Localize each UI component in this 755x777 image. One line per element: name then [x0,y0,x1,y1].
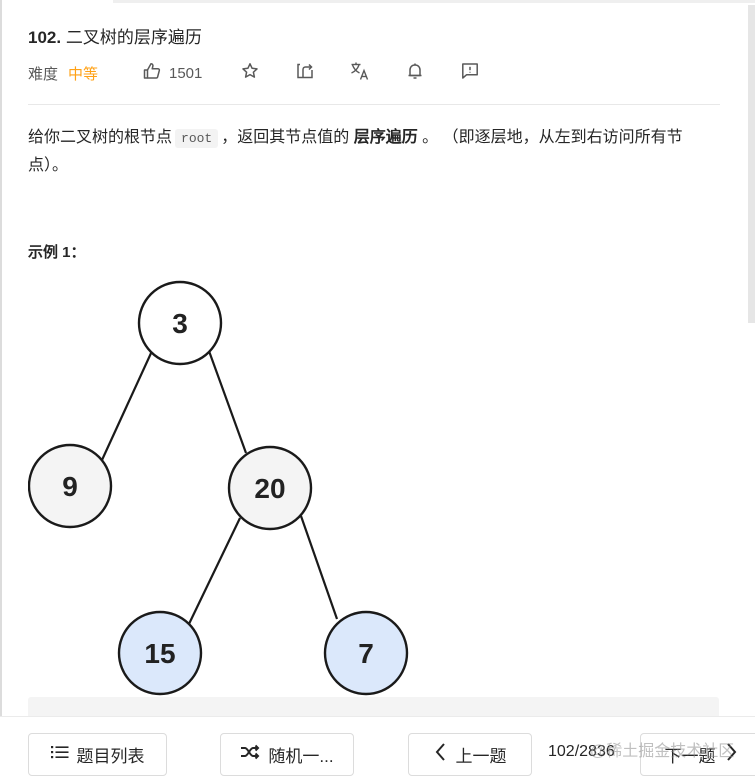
tree-node-7: 7 [323,610,409,696]
edge-20-15 [187,517,241,627]
tree-node-20: 20 [227,445,313,531]
feedback-icon [461,62,479,84]
bell-icon [406,62,424,84]
description-text: ，返回其节点值的 [221,129,350,146]
tree-nodes: 3 9 20 15 7 [27,280,409,696]
binary-tree-diagram: 3 9 20 15 7 [27,280,409,696]
next-problem-label: 下一题 [664,747,716,766]
problem-list-label: 题目列表 [76,747,145,766]
tree-node-15: 15 [117,610,203,696]
edge-3-20 [207,350,248,454]
shuffle-icon [240,744,268,765]
svg-text:9: 9 [62,471,78,502]
subscribe-button[interactable] [405,63,425,83]
tree-node-3: 3 [137,280,223,366]
translate-button[interactable] [350,61,370,85]
random-problem-button[interactable]: 随机一... [220,733,354,776]
svg-text:15: 15 [144,638,175,669]
chevron-right-icon [724,742,746,767]
description-bold: 层序遍历 [353,129,418,146]
problem-title-text: 二叉树的层序遍历 [65,28,202,47]
bottom-navigation-bar: 题目列表 随机一... 上一题 102/2836 下一题 @稀土 [0,716,755,777]
share-button[interactable] [295,63,315,83]
svg-text:3: 3 [172,308,188,339]
like-count: 1501 [169,64,203,82]
chevron-left-icon [434,742,456,767]
inline-code-root: root [175,129,219,148]
translate-icon [350,61,370,85]
prev-problem-label: 上一题 [455,747,507,766]
next-problem-button[interactable]: 下一题 [640,733,755,776]
top-tab-strip [113,0,755,3]
edge-3-9 [101,350,153,461]
difficulty-badge: 中等 [68,65,99,83]
svg-text:7: 7 [358,638,374,669]
difficulty-label: 难度 [28,65,59,83]
share-icon [296,62,314,84]
problem-meta: 难度 中等 1501 [28,60,720,86]
edge-20-7 [299,515,339,620]
feedback-button[interactable] [460,63,480,83]
favorite-button[interactable] [240,63,260,83]
vertical-scrollbar[interactable] [748,5,755,323]
binary-tree-figure: 3 9 20 15 7 [27,278,418,698]
star-icon [241,62,259,84]
like-button[interactable]: 1501 [143,62,202,84]
svg-text:20: 20 [254,473,285,504]
description-text: 。 （即逐层地，从左到右访问所有节点）。 [28,129,683,174]
problem-number: 102. [28,28,62,47]
random-problem-label: 随机一... [268,747,334,766]
description-text: 给你二叉树的根节点 [28,129,173,146]
thumbs-up-icon [143,62,169,84]
window-left-edge [0,0,2,777]
tree-node-9: 9 [27,443,113,529]
problem-counter: 102/2836 [548,743,615,760]
prev-problem-button[interactable]: 上一题 [408,733,532,776]
problem-list-button[interactable]: 题目列表 [28,733,167,776]
header-divider [28,104,720,105]
example-title: 示例 1： [28,244,86,261]
problem-title: 102. 二叉树的层序遍历 [28,26,202,50]
list-icon [50,744,77,765]
